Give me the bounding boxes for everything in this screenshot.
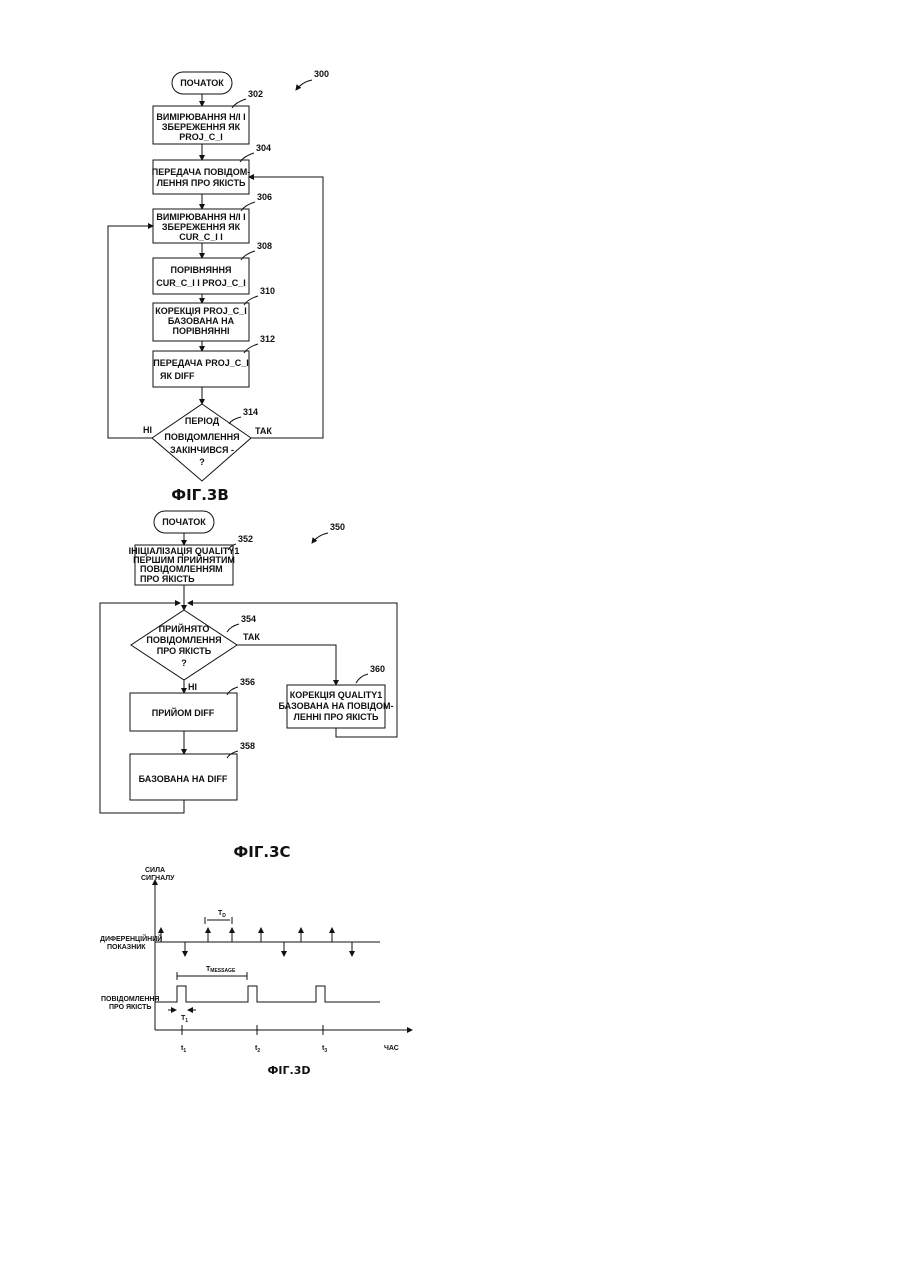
step-312-box <box>153 351 249 387</box>
tick-label-t1: t1 <box>181 1045 186 1054</box>
decision-314-line2: ПОВІДОМЛЕННЯ <box>164 432 239 442</box>
no-label-3b: НІ <box>143 425 152 435</box>
decision-314-leader <box>229 417 241 424</box>
t1-width-sub: 1 <box>185 1018 188 1024</box>
y-axis-label-1: СИЛА <box>145 867 165 874</box>
step-352-number: 352 <box>238 534 253 544</box>
step-304-box <box>153 160 249 194</box>
step-306-line1: ВИМІРЮВАННЯ Н/І І <box>156 212 245 222</box>
step-360-number: 360 <box>370 664 385 674</box>
step-310-line3: ПОРІВНЯННІ <box>173 326 230 336</box>
td-label: TD <box>218 910 226 919</box>
decision-314-number: 314 <box>243 407 258 417</box>
step-306-line2: ЗБЕРЕЖЕННЯ ЯК <box>162 222 241 232</box>
step-358-line1: БАЗОВАНА НА DIFF <box>139 774 228 784</box>
step-310-line1: КОРЕКЦІЯ PROJ_C_I <box>155 306 247 316</box>
tick-t2-sub: 2 <box>257 1048 260 1054</box>
step-308-line2: CUR_C_I І PROJ_C_I <box>156 278 246 288</box>
row2-label-1: ПОВІДОМЛЕННЯ <box>101 996 159 1003</box>
decision-354-line3: ПРО ЯКІСТЬ <box>157 646 212 656</box>
step-302-line2: ЗБЕРЕЖЕННЯ ЯК <box>162 122 241 132</box>
tick-label-t3: t3 <box>322 1045 327 1054</box>
y-axis-label-2: СИГНАЛУ <box>141 875 175 882</box>
x-axis-label: ЧАС <box>384 1045 399 1052</box>
ref-300-arrow <box>296 80 312 90</box>
decision-314-line4: ? <box>199 457 205 467</box>
fig3c-caption: ФІГ.3С <box>233 843 290 861</box>
t1-width-label: T1 <box>181 1015 188 1024</box>
step-302-number: 302 <box>248 89 263 99</box>
decision-354-number: 354 <box>241 614 256 624</box>
step-312-line1: ПЕРЕДАЧА PROJ_C_I <box>153 358 249 368</box>
decision-354-diamond <box>131 610 237 680</box>
step-360-line2: БАЗОВАНА НА ПОВІДОМ- <box>278 701 393 711</box>
row2-label-2: ПРО ЯКІСТЬ <box>109 1004 151 1011</box>
figure-3c: 350 ПОЧАТОК ІНІЦІАЛІЗАЦІЯ QUALITY1 ПЕРШИ… <box>100 511 397 861</box>
row1-label-1: ДИФЕРЕНЦІЙНИЙ <box>100 934 162 943</box>
fig3d-caption: ФІГ.3D <box>268 1064 311 1077</box>
step-356-number: 356 <box>240 677 255 687</box>
tmessage-label-sub: MESSAGE <box>210 968 236 974</box>
figure-3d: СИЛА СИГНАЛУ ЧАС ДИФЕРЕНЦІЙНИЙ ПОКАЗНИК … <box>100 867 412 1077</box>
step-352-line4: ПРО ЯКІСТЬ <box>140 574 195 584</box>
decision-314-line1: ПЕРІОД <box>185 416 220 426</box>
figure-3b: 300 ПОЧАТОК ВИМІРЮВАННЯ Н/І І ЗБЕРЕЖЕННЯ… <box>108 69 329 504</box>
step-304-line2: ЛЕННЯ ПРО ЯКІСТЬ <box>157 178 246 188</box>
yes-label-3c: ТАК <box>243 632 260 642</box>
ref-350-label: 350 <box>330 522 345 532</box>
decision-354-line2: ПОВІДОМЛЕННЯ <box>146 635 221 645</box>
no-label-3c: НІ <box>188 682 197 692</box>
step-312-number: 312 <box>260 334 275 344</box>
tick-label-t2: t2 <box>255 1045 260 1054</box>
tick-t1-sub: 1 <box>183 1048 186 1054</box>
step-302-line3: PROJ_C_I <box>179 132 223 142</box>
no-loop-to-306 <box>108 226 153 438</box>
step-302-line1: ВИМІРЮВАННЯ Н/І І <box>156 112 245 122</box>
step-360-line3: ЛЕННІ ПРО ЯКІСТЬ <box>294 712 379 722</box>
decision-354-line4: ? <box>181 658 187 668</box>
td-label-sub: D <box>222 913 226 919</box>
quality-message-waveform <box>155 986 380 1002</box>
step-304-number: 304 <box>256 143 271 153</box>
start-label: ПОЧАТОК <box>180 78 224 88</box>
ref-300-label: 300 <box>314 69 329 79</box>
tick-t3-sub: 3 <box>324 1048 327 1054</box>
step-356-line1: ПРИЙОМ DIFF <box>152 707 215 718</box>
step-306-number: 306 <box>257 192 272 202</box>
step-308-number: 308 <box>257 241 272 251</box>
step-360-line1: КОРЕКЦІЯ QUALITY1 <box>290 690 383 700</box>
step-306-line3: CUR_C_I I <box>179 232 223 242</box>
decision-354-leader <box>227 624 239 632</box>
step-352-line3: ПОВІДОМЛЕННЯМ <box>140 564 223 574</box>
step-308-line1: ПОРІВНЯННЯ <box>171 265 232 275</box>
step-360-leader <box>356 674 368 683</box>
start-label-3c: ПОЧАТОК <box>162 517 206 527</box>
decision-354-line1: ПРИЙНЯТО <box>159 623 210 634</box>
step-312-line2: ЯК DIFF <box>160 371 195 381</box>
step-304-line1: ПЕРЕДАЧА ПОВІДОМ- <box>152 167 250 177</box>
row1-label-2: ПОКАЗНИК <box>107 944 146 951</box>
decision-314-line3: ЗАКІНЧИВСЯ - <box>170 445 234 455</box>
yes-label-3b: ТАК <box>255 426 272 436</box>
step-308-box <box>153 258 249 294</box>
fig3b-caption: ФІГ.3В <box>171 486 229 504</box>
step-310-number: 310 <box>260 286 275 296</box>
step-310-line2: БАЗОВАНА НА <box>168 316 235 326</box>
ref-350-arrow <box>312 533 328 543</box>
yes-loop-to-304 <box>249 177 323 438</box>
step-358-number: 358 <box>240 741 255 751</box>
tmessage-label: TMESSAGE <box>206 966 236 974</box>
